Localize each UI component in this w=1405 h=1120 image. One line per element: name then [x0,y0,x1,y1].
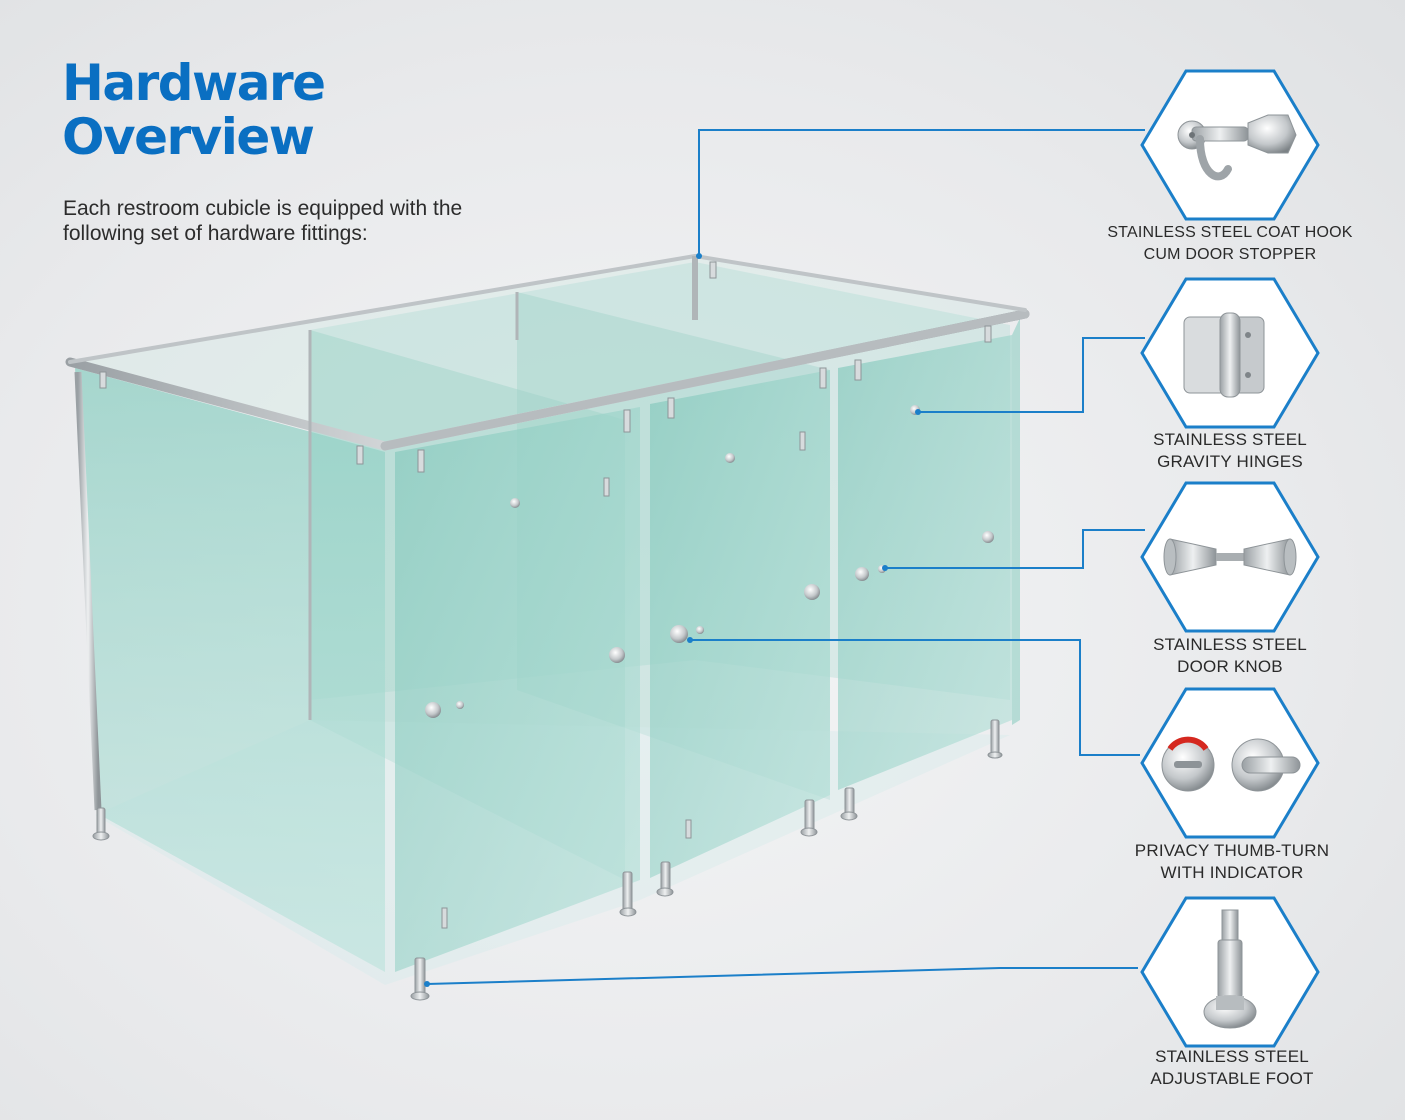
post-left [74,371,102,811]
left-side-wall [75,368,385,972]
leader-thumb-turn [690,639,1140,756]
intro-text: Each restroom cubicle is equipped with t… [63,196,533,246]
callout-line-2: ADJUSTABLE FOOT [1150,1069,1314,1088]
callout-label-thumb-turn: PRIVACY THUMB-TURN WITH INDICATOR [1092,840,1372,884]
intro-line-1: Each restroom cubicle is equipped with t… [63,197,463,220]
door-1 [395,407,640,972]
hinge-brackets [99,261,992,929]
adjustable-foot-icon [1140,896,1320,1048]
callout-line-2: CUM DOOR STOPPER [1143,246,1317,263]
callout-line-2: WITH INDICATOR [1160,863,1304,882]
title-line-2: Overview [62,108,315,166]
callout-lines [426,129,1145,985]
thumb-turn-icon [1140,687,1320,839]
door-fittings [425,405,994,718]
leader-adjustable-foot [426,967,1138,985]
feet [92,719,1003,1001]
page-title: Hardware Overview [62,54,326,166]
callout-label-door-knob: STAINLESS STEEL DOOR KNOB [1090,634,1370,678]
hinge-icon [1140,277,1320,429]
callout-endpoints [424,253,921,987]
leader-door-knob [885,529,1145,569]
door-knob-icon [1140,481,1320,633]
callout-line-2: DOOR KNOB [1177,657,1283,676]
leader-gravity-hinges [918,337,1145,413]
coat-hook-icon [1140,69,1320,221]
callout-line-1: STAINLESS STEEL [1153,635,1307,654]
callout-label-gravity-hinges: STAINLESS STEEL GRAVITY HINGES [1090,429,1370,473]
callout-line-2: GRAVITY HINGES [1157,452,1303,471]
callout-line-1: STAINLESS STEEL COAT HOOK [1107,224,1353,241]
callout-label-adjustable-foot: STAINLESS STEEL ADJUSTABLE FOOT [1092,1046,1372,1090]
leader-coat-hook [698,129,1145,256]
hexagon-badges [1140,69,1320,1048]
callout-line-1: STAINLESS STEEL [1153,430,1307,449]
callout-label-coat-hook: STAINLESS STEEL COAT HOOK CUM DOOR STOPP… [1090,222,1370,266]
cubicle-structure [65,254,1030,1001]
callout-line-1: PRIVACY THUMB-TURN [1134,841,1330,860]
intro-line-2: following set of hardware fittings: [63,222,368,245]
door-3 [838,335,1012,790]
door-2 [650,370,830,878]
callout-line-1: STAINLESS STEEL [1155,1047,1309,1066]
title-line-1: Hardware [62,54,326,112]
